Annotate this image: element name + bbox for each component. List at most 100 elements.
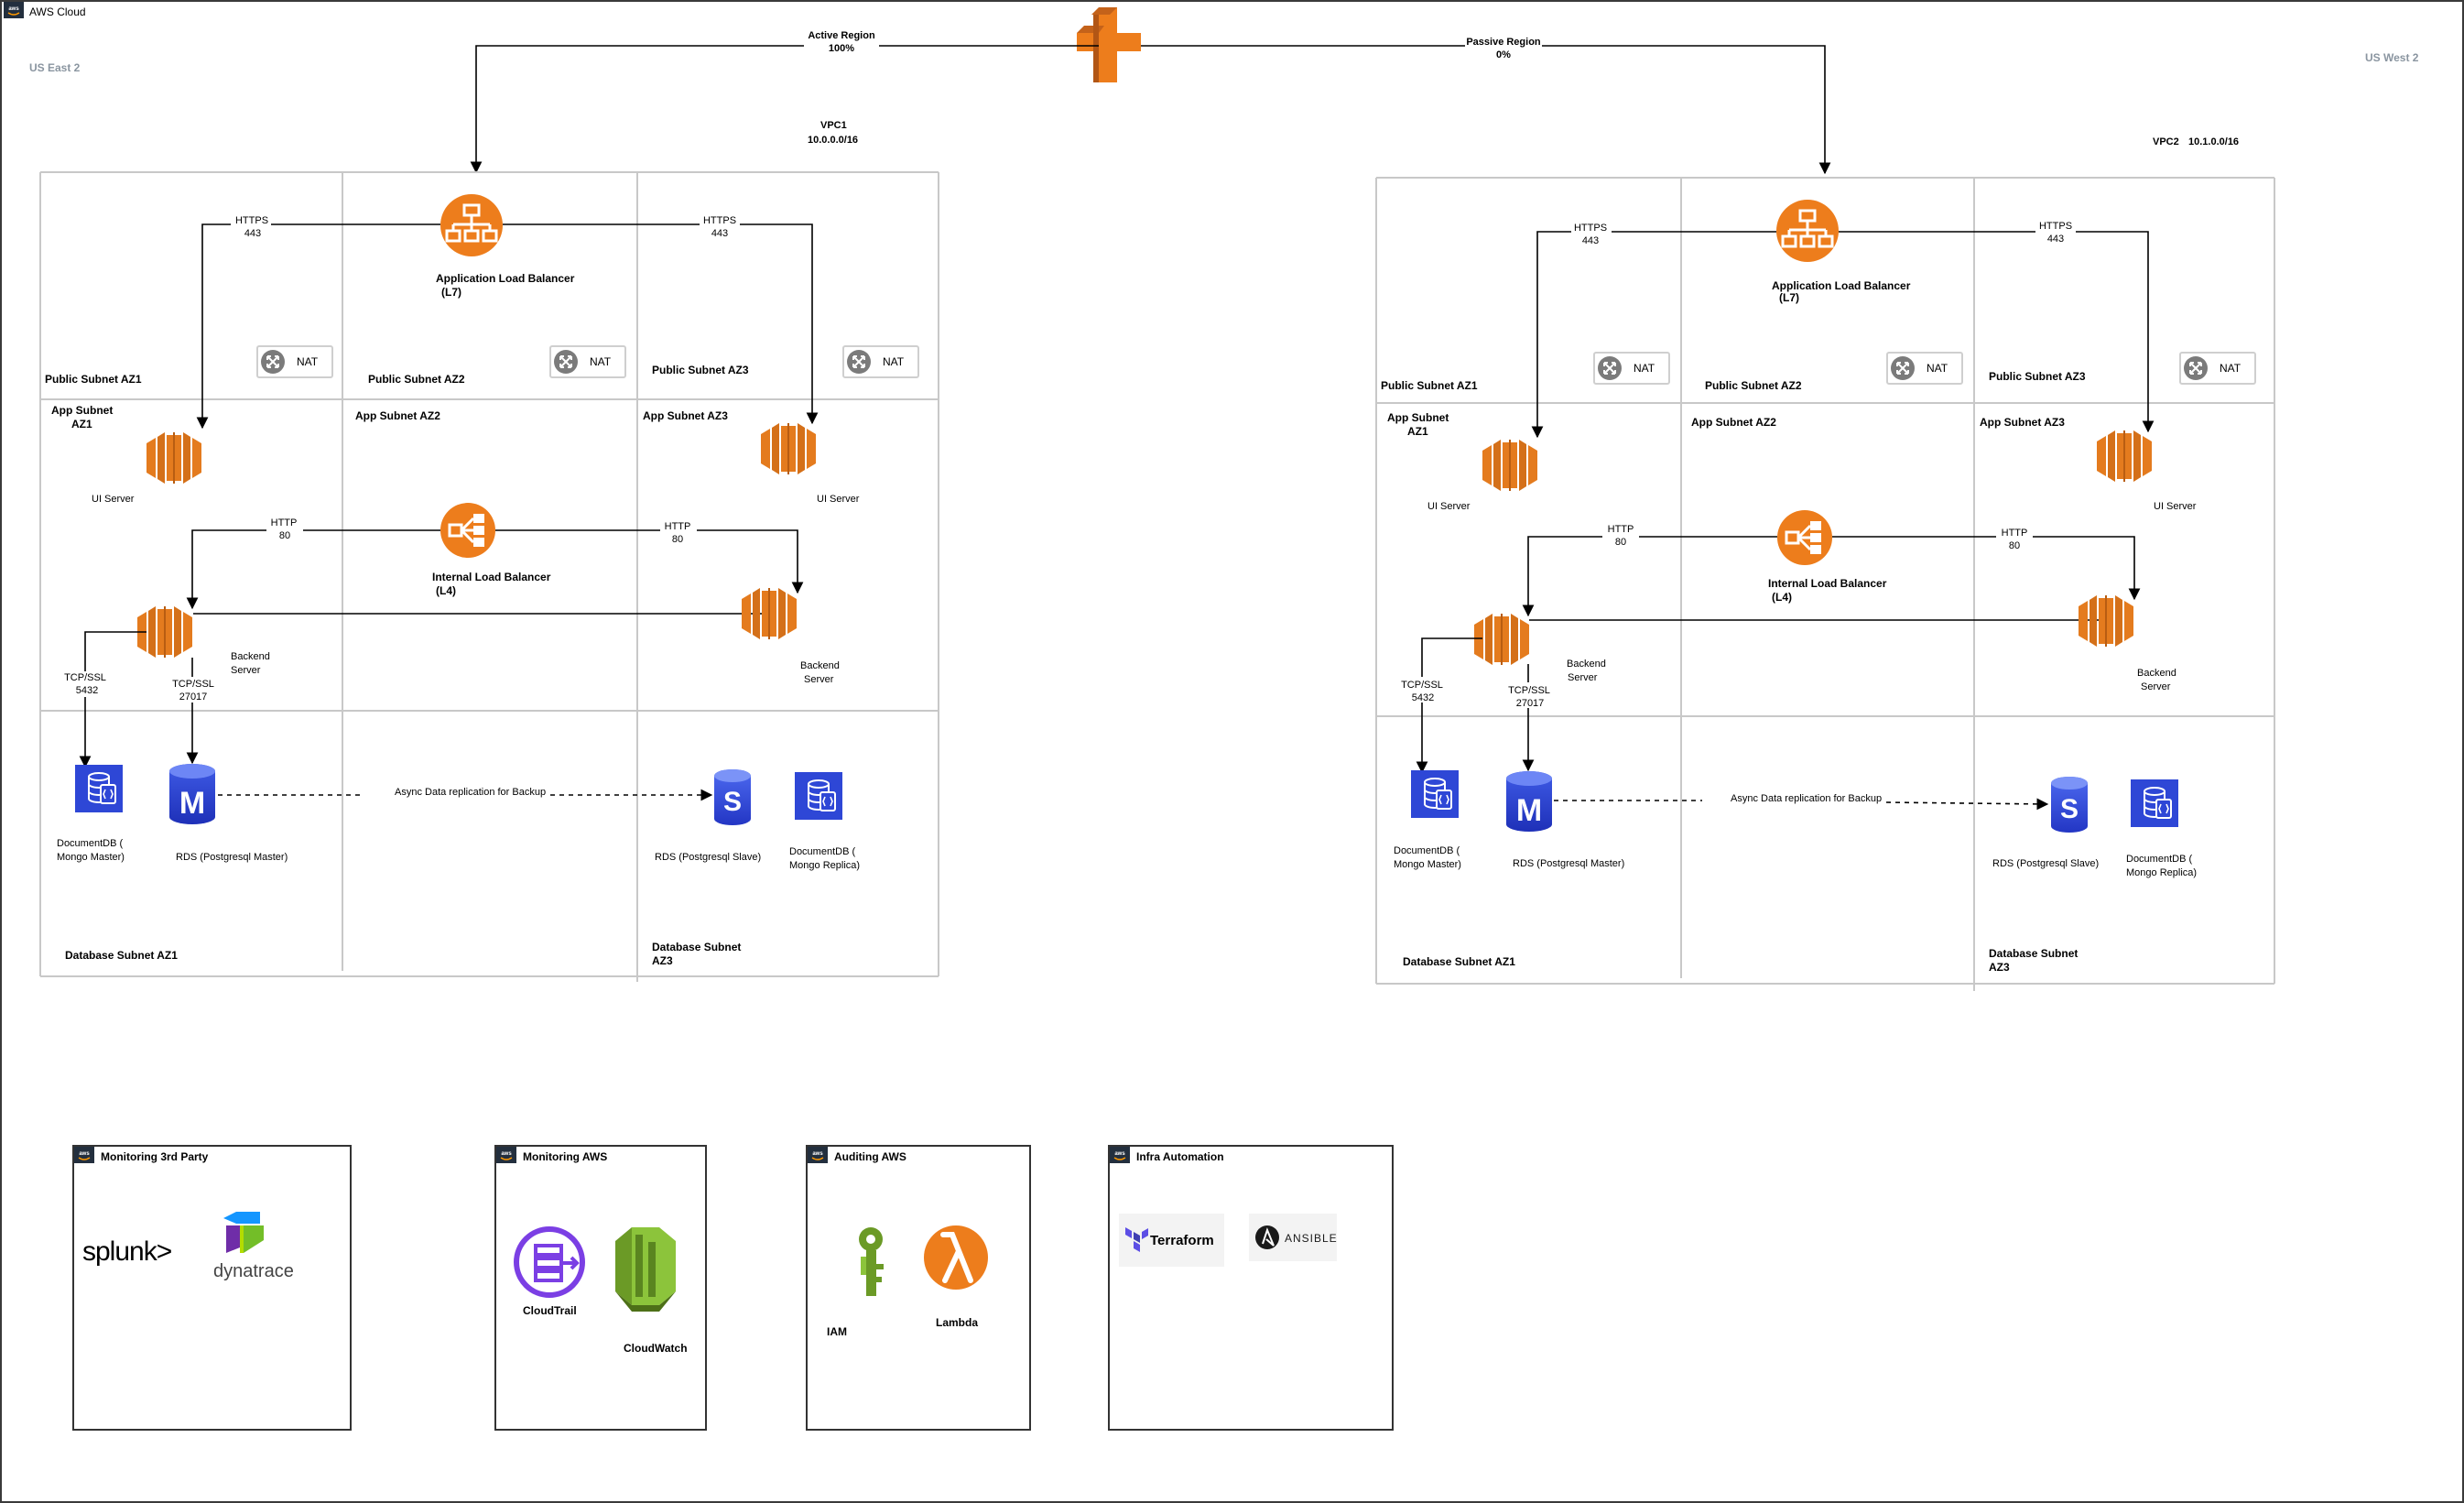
group-monitoring-3rd-party-title: Monitoring 3rd Party — [101, 1150, 209, 1163]
vpc2-rds-master-icon: M — [1506, 771, 1552, 832]
vpc1-backend-az3-line2: Server — [804, 674, 834, 685]
vpc2-backend-az1-line1: Backend — [1567, 659, 1606, 670]
region-label-west: US West 2 — [2365, 51, 2419, 64]
vpc2-docdb-master-icon — [1410, 769, 1460, 819]
vpc1-replication-label: Async Data replication for Backup — [395, 787, 546, 798]
vpc1-docdb-replica-line1: DocumentDB ( — [789, 846, 855, 857]
vpc1-alb-layer: (L7) — [441, 286, 461, 299]
vpc1-public-subnet-az1: Public Subnet AZ1 — [45, 373, 142, 386]
iam-label: IAM — [827, 1325, 847, 1338]
vpc2-db-subnet-az1: Database Subnet AZ1 — [1403, 955, 1515, 968]
svg-text:ANSIBLE: ANSIBLE — [1285, 1232, 1338, 1245]
vpc1-tcp-pg-arrow — [79, 631, 147, 768]
vpc2-tcp-pg-proto: TCP/SSL — [1401, 680, 1443, 691]
vpc1-docdb-replica-line2: Mongo Replica) — [789, 860, 860, 871]
svg-text:S: S — [723, 787, 742, 817]
vpc1-rds-master-icon: M — [169, 764, 215, 824]
vpc1-rds-master-label: RDS (Postgresql Master) — [176, 852, 288, 863]
vpc2-alb-icon — [1775, 198, 1840, 264]
vpc1-nat-icon-az3 — [842, 345, 919, 378]
vpc1-public-subnet-az2: Public Subnet AZ2 — [368, 373, 465, 386]
cloudwatch-icon — [615, 1227, 676, 1312]
vpc1-docdb-master-icon — [74, 764, 124, 813]
svg-text:M: M — [1516, 793, 1542, 828]
passive-region-percent: 0% — [1496, 49, 1511, 60]
lambda-icon — [924, 1225, 988, 1290]
vpc1-ui-server-az3-label: UI Server — [817, 494, 860, 505]
vpc1-http-left-proto: HTTP — [271, 517, 298, 528]
svg-text:S: S — [2060, 794, 2079, 824]
vpc1-alb-label: Application Load Balancer — [436, 272, 575, 285]
group-monitoring-aws: Monitoring AWS CloudTrail CloudWatch — [494, 1145, 707, 1431]
vpc2-http-right-port: 80 — [2009, 540, 2020, 551]
vpc2-backend-az1-line2: Server — [1568, 672, 1598, 683]
vpc1-nat-icon-az2 — [549, 345, 626, 378]
vpc2-ilb-icon — [1775, 508, 1834, 567]
vpc1-http-right-port: 80 — [672, 534, 683, 545]
vpc2-ui-server-az3-icon — [2096, 430, 2153, 483]
vpc2: VPC2 10.1.0.0/16 Application Load Balanc… — [1375, 136, 2275, 991]
vpc1-https-left-port: 443 — [244, 228, 261, 239]
vpc1-backend-az1-line2: Server — [231, 665, 261, 676]
splunk-logo: splunk> — [82, 1236, 173, 1267]
vpc2-https-left-port: 443 — [1582, 235, 1599, 246]
vpc2-tcp-mongo-proto: TCP/SSL — [1508, 685, 1550, 696]
vpc2-docdb-replica-icon — [2130, 779, 2179, 828]
vpc1-name: VPC1 — [820, 120, 847, 131]
lambda-label: Lambda — [936, 1316, 978, 1329]
aws-cloud-title: AWS Cloud — [29, 5, 86, 18]
vpc1-docdb-master-line1: DocumentDB ( — [57, 838, 123, 849]
vpc1-http-left-port: 80 — [279, 530, 290, 541]
vpc2-db-subnet-az3-line1: Database Subnet — [1989, 947, 2078, 960]
vpc1-backend-az3-icon — [741, 587, 798, 640]
vpc1-backend-az1-line1: Backend — [231, 651, 270, 662]
vpc1-docdb-replica-icon — [794, 771, 843, 821]
group-auditing-aws-title: Auditing AWS — [834, 1150, 906, 1163]
vpc1-ui-server-az1-label: UI Server — [92, 494, 135, 505]
vpc2-public-subnet-az1: Public Subnet AZ1 — [1381, 379, 1478, 392]
vpc1-http-right-arrow — [495, 529, 804, 594]
vpc2-rds-master-label: RDS (Postgresql Master) — [1513, 858, 1624, 869]
vpc2-tcp-mongo-port: 27017 — [1516, 698, 1545, 709]
vpc1-https-right-port: 443 — [711, 228, 728, 239]
vpc1-https-right-arrow — [503, 223, 819, 425]
vpc2-nat-label-az3: NAT — [2220, 362, 2241, 375]
vpc2-http-left-arrow — [1522, 536, 1777, 617]
route-active-arrow — [470, 45, 1099, 174]
vpc2-nat-label-az2: NAT — [1927, 362, 1948, 375]
vpc1-http-left-arrow — [186, 529, 440, 610]
vpc2-docdb-replica-line1: DocumentDB ( — [2126, 854, 2192, 865]
vpc1-nat-label-az1: NAT — [297, 355, 319, 368]
vpc1-ilb-icon — [439, 501, 497, 560]
vpc1-subnet-grid — [39, 171, 939, 982]
vpc1-public-subnet-az3: Public Subnet AZ3 — [652, 364, 749, 376]
vpc1-https-left-arrow — [196, 223, 440, 430]
vpc2-https-right-arrow — [1839, 231, 2155, 433]
vpc2-subnet-grid — [1375, 177, 2275, 991]
vpc2-rds-slave-icon: S — [2051, 777, 2088, 833]
vpc1-rds-slave-label: RDS (Postgresql Slave) — [655, 852, 761, 863]
vpc1-db-subnet-az3-line2: AZ3 — [652, 954, 673, 967]
dynatrace-logo: dynatrace — [213, 1212, 294, 1281]
vpc2-nat-label-az1: NAT — [1634, 362, 1655, 375]
vpc1-ilb-label: Internal Load Balancer — [432, 571, 551, 583]
vpc1-cidr: 10.0.0.0/16 — [808, 135, 858, 146]
route-passive-arrow — [1141, 45, 1831, 175]
group-infra-automation-title: Infra Automation — [1136, 1150, 1224, 1163]
vpc1-https-right-proto: HTTPS — [703, 215, 736, 226]
vpc2-docdb-replica-line2: Mongo Replica) — [2126, 867, 2197, 878]
cloudtrail-icon — [514, 1226, 585, 1298]
vpc2-ilb-label: Internal Load Balancer — [1768, 577, 1887, 590]
route53-icon — [1077, 7, 1141, 82]
vpc2-app-subnet-az1-line2: AZ1 — [1407, 425, 1428, 438]
vpc1-tcp-pg-port: 5432 — [76, 685, 98, 696]
vpc2-http-right-proto: HTTP — [2002, 528, 2028, 539]
vpc1-tcp-mongo-proto: TCP/SSL — [172, 679, 214, 690]
vpc1-https-left-proto: HTTPS — [235, 215, 268, 226]
svg-text:dynatrace: dynatrace — [213, 1261, 294, 1281]
vpc2-backend-az3-line1: Backend — [2137, 668, 2176, 679]
svg-text:Terraform: Terraform — [1150, 1233, 1214, 1248]
vpc1-ilb-layer: (L4) — [436, 584, 456, 597]
